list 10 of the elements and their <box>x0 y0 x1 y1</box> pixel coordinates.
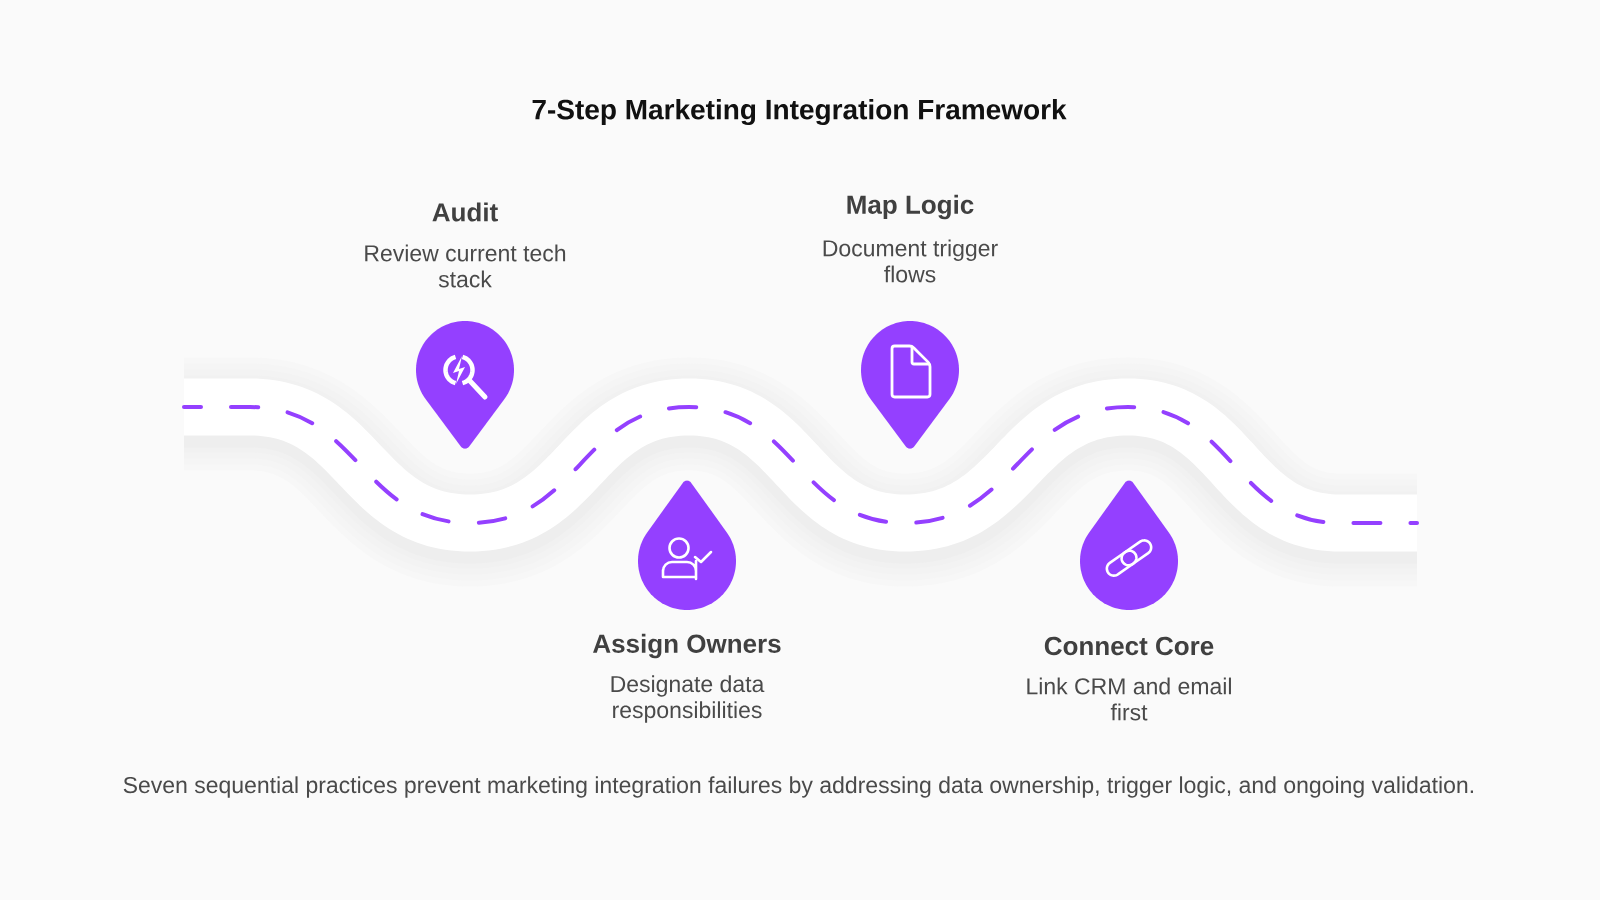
step-description: Designate data responsibilities <box>611 675 765 723</box>
step-description: Document trigger flows <box>823 239 998 283</box>
step-heading: Map Logic <box>847 194 974 220</box>
title: 7-Step Marketing Integration Framework <box>532 98 1067 126</box>
step-description: Link CRM and email first <box>1027 677 1231 721</box>
step-heading: Audit <box>432 202 498 222</box>
step-heading: Connect Core <box>1044 636 1214 656</box>
caption: Seven sequential practices prevent marketing integration failures by addressing data ownership, trigger logic, and ongoing validation. <box>123 776 1473 798</box>
step-description: Review current tech stack <box>365 244 566 288</box>
step-heading: Assign Owners <box>593 633 781 659</box>
